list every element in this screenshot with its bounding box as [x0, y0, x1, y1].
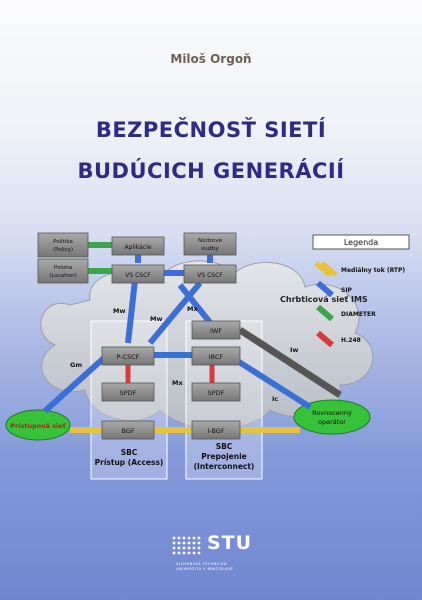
svg-text:VS CSCF: VS CSCF	[125, 272, 151, 279]
iface-iw: Iw	[290, 346, 298, 354]
iface-mx-2: Mx	[172, 379, 183, 387]
sbc-inter-subtitle-2: (Interconnect)	[194, 462, 255, 471]
iface-mw-1: Mw	[113, 307, 125, 315]
box-ibcf: IBCF	[191, 346, 241, 366]
box-vs-cscf-2: VS CSCF	[183, 264, 237, 284]
iface-mx-1: Mx	[187, 305, 198, 313]
access-network-cloud	[5, 409, 71, 441]
stu-logo-line-2: univerzita v Bratislave	[176, 567, 234, 571]
box-emergency: Núdzové služby	[183, 232, 237, 256]
title-line-2: BUDÚCICH GENERÁCIÍ	[77, 159, 345, 183]
svg-text:(Policy): (Policy)	[53, 247, 73, 253]
legend-item-h248: H.248	[316, 330, 361, 348]
stu-logo-text: STU	[207, 532, 253, 554]
iface-mw-2: Mw	[150, 315, 162, 323]
box-bgf: BGF	[101, 420, 155, 440]
legend-title: Legenda	[344, 238, 378, 247]
stu-logo-subtitle: Slovenská technická univerzita v Bratisl…	[176, 562, 286, 572]
box-vs-cscf-1: VS CSCF	[111, 264, 165, 284]
cloud-label: Chrbticová sieť IMS	[280, 295, 368, 304]
partner-operator-cloud	[293, 399, 371, 435]
box-pcscf: P-CSCF	[101, 346, 155, 366]
svg-text:VS CSCF: VS CSCF	[197, 272, 223, 279]
box-policy: Politika (Policy)	[37, 232, 89, 258]
legend-item-diameter: DIAMETER	[316, 304, 376, 322]
box-location: Poloha (Location)	[37, 258, 89, 284]
ims-network-diagram: Chrbticová sieť IMS Prístupová sieť Rovn…	[5, 232, 410, 480]
svg-text:SPDF: SPDF	[208, 389, 225, 397]
access-network-label: Prístupová sieť	[10, 421, 66, 430]
svg-text:(Location): (Location)	[49, 273, 77, 279]
legend-h248-arrow-icon	[316, 330, 334, 348]
svg-text:P-CSCF: P-CSCF	[116, 353, 139, 361]
box-spdf-2: SPDF	[191, 382, 241, 402]
stu-logo: STU Slovenská technická univerzita v Bra…	[172, 532, 292, 582]
svg-text:DIAMETER: DIAMETER	[341, 311, 376, 318]
box-spdf-1: SPDF	[101, 382, 155, 402]
partner-operator-label-1: Rovnocenný	[312, 409, 352, 417]
sbc-access-subtitle: Prístup (Access)	[95, 458, 164, 467]
stu-logo-line-1: Slovenská technická	[176, 562, 227, 566]
legend-item-sip: SIP	[316, 280, 353, 298]
sip-links	[42, 255, 312, 414]
svg-text:služby: služby	[201, 245, 219, 252]
svg-text:H.248: H.248	[341, 337, 361, 344]
title-line-1: BEZPEČNOSŤ SIETÍ	[95, 118, 327, 142]
stu-dots-icon	[172, 536, 201, 555]
legend-item-rtp: Mediálny tok (RTP)	[314, 261, 405, 277]
svg-text:Poloha: Poloha	[54, 265, 72, 271]
sbc-access-title: SBC	[121, 448, 138, 457]
iface-gm: Gm	[70, 361, 82, 369]
sbc-inter-subtitle-1: Prepojenie	[201, 452, 246, 461]
svg-text:Mediálny tok (RTP): Mediálny tok (RTP)	[341, 267, 405, 274]
iw-link	[238, 327, 342, 398]
legend: Legenda Mediálny tok (RTP) SIP DIAMETER …	[312, 234, 410, 348]
svg-text:IBCF: IBCF	[209, 353, 224, 361]
svg-text:Politika: Politika	[53, 239, 73, 245]
author-name: Miloš Orgoň	[170, 52, 252, 66]
box-ibgf: I-BGF	[191, 420, 241, 440]
box-iwf: IWF	[191, 320, 241, 340]
legend-diameter-arrow-icon	[316, 304, 334, 322]
svg-text:I-BGF: I-BGF	[207, 427, 224, 435]
svg-text:Aplikácie: Aplikácie	[125, 244, 152, 251]
svg-text:Núdzové: Núdzové	[198, 237, 223, 244]
h248-links	[125, 365, 215, 383]
svg-text:SIP: SIP	[341, 287, 353, 294]
legend-rtp-arrow-icon	[314, 261, 338, 277]
svg-text:SPDF: SPDF	[120, 389, 137, 397]
partner-operator-label-2: operátor	[318, 418, 346, 426]
svg-text:BGF: BGF	[121, 427, 134, 435]
legend-sip-arrow-icon	[316, 280, 334, 298]
svg-text:IWF: IWF	[210, 327, 222, 335]
sbc-inter-title: SBC	[216, 442, 233, 451]
iface-ic: Ic	[272, 395, 278, 403]
box-applications: Aplikácie	[111, 236, 165, 256]
